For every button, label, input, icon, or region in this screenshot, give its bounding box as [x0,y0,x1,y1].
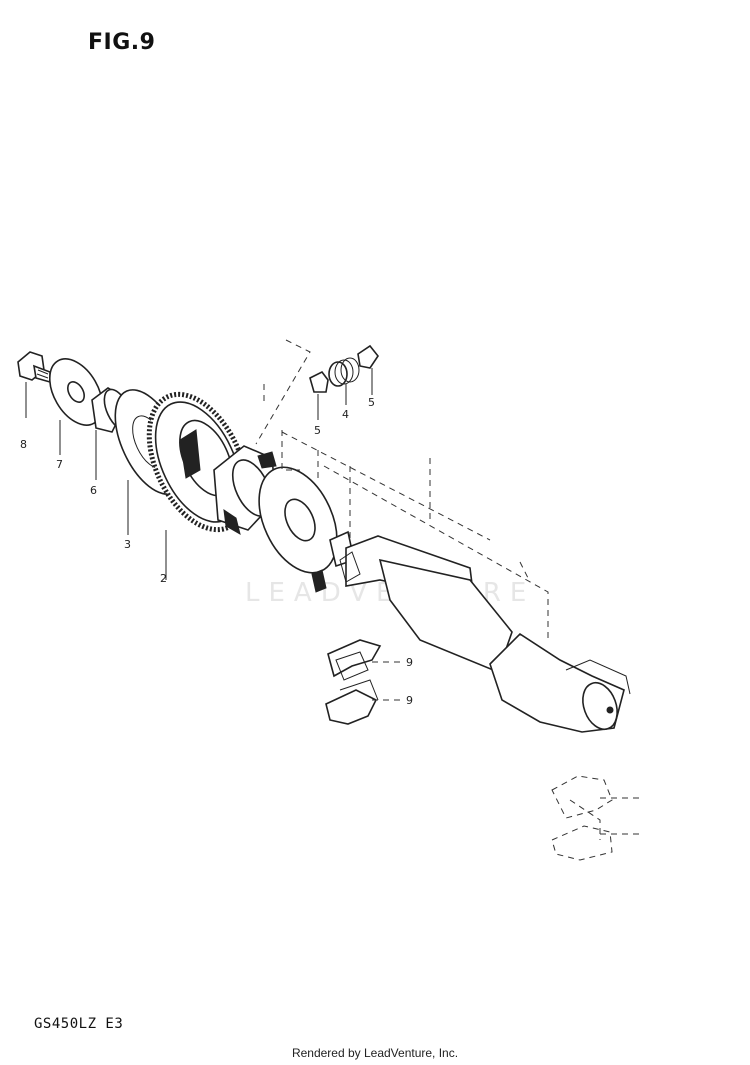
part-8-bolt[interactable] [17,351,51,418]
part-4-spring[interactable] [328,357,360,405]
callout-5-upper: 5 [368,396,375,409]
callout-7: 7 [56,458,63,471]
callout-9-upper: 9 [406,656,413,669]
callout-6: 6 [90,484,97,497]
callout-2: 2 [160,572,167,585]
callout-3: 3 [124,538,131,551]
figure-title: FIG.9 [88,30,156,55]
part-5-pin-upper[interactable] [309,370,329,420]
part-9-bearing-halves[interactable] [325,639,402,725]
callout-5-lower: 5 [314,424,321,437]
part-7-washer[interactable] [39,350,113,455]
alternate-bearing-dashed [551,775,642,861]
balancer-shaft[interactable] [311,530,631,734]
large-washer[interactable] [244,455,353,585]
model-code: GS450LZ E3 [34,1016,124,1032]
footer-credit: Rendered by LeadVenture, Inc. [291,1046,459,1060]
callout-4: 4 [342,408,349,421]
callout-8: 8 [20,438,27,451]
callout-9-lower: 9 [406,694,413,707]
part-5-cap[interactable] [357,344,379,395]
assembly-guide-lines [255,339,549,640]
